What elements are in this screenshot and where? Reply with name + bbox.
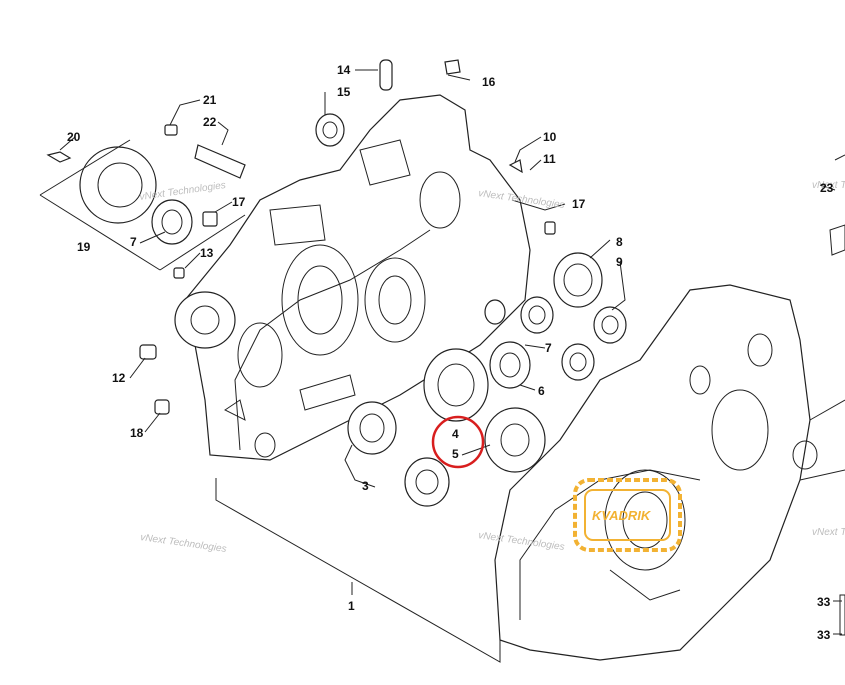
- callout-4: 4: [452, 427, 459, 441]
- callout-18: 18: [130, 426, 144, 440]
- watermark-6: vNext Technologies: [812, 527, 845, 538]
- bearings-and-seals: [347, 252, 627, 507]
- top-small-parts: [315, 59, 556, 235]
- callout-17-left: 17: [232, 195, 246, 209]
- callout-8: 8: [616, 235, 623, 249]
- callout-23: 23: [820, 181, 834, 195]
- kvadrik-logo: KVADRIK: [573, 478, 682, 552]
- callout-9: 9: [616, 255, 623, 269]
- callout-7-top: 7: [130, 235, 137, 249]
- callout-11: 11: [543, 152, 556, 166]
- callout-5: 5: [452, 447, 459, 461]
- callout-7-mid: 7: [545, 341, 552, 355]
- callout-6: 6: [538, 384, 545, 398]
- callout-20: 20: [67, 130, 81, 144]
- small-parts-left: [139, 124, 246, 415]
- logo-text: KVADRIK: [592, 508, 652, 523]
- callout-17-right: 17: [572, 197, 586, 211]
- callout-33-bottom: 33: [817, 628, 831, 642]
- callout-16: 16: [482, 75, 496, 89]
- left-crankcase-half: [184, 94, 531, 461]
- callout-22: 22: [203, 115, 217, 129]
- callout-3: 3: [362, 479, 369, 493]
- callout-13: 13: [200, 246, 214, 260]
- callout-19: 19: [77, 240, 91, 254]
- callout-1: 1: [348, 599, 355, 613]
- callout-21: 21: [203, 93, 217, 107]
- watermark-3: vNext Technologies: [140, 532, 228, 555]
- right-crankcase-half: [494, 284, 845, 661]
- highlight-circle: [431, 415, 485, 469]
- callout-labels: 14 16 15 21 22 20 10 11 17 17 23 8 7 19 …: [67, 63, 834, 642]
- leader-lines: [59, 69, 842, 663]
- callout-10: 10: [543, 130, 557, 144]
- right-edge-parts: [829, 154, 845, 636]
- callout-14: 14: [337, 63, 351, 77]
- callout-33-top: 33: [817, 595, 831, 609]
- callout-12: 12: [112, 371, 126, 385]
- watermark-5: vNext Technologies: [812, 180, 845, 191]
- callout-15: 15: [337, 85, 351, 99]
